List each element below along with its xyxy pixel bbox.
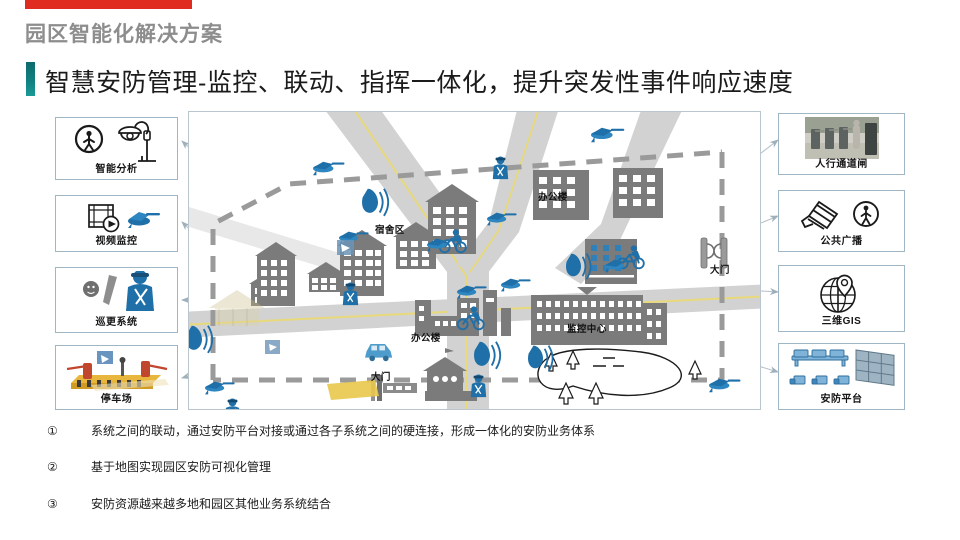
globe-pin-icon [779,270,904,315]
deck-title: 园区智能化解决方案 [25,23,223,46]
sidebar-item-patrol-system[interactable]: 巡更系统 [55,267,178,333]
sidebar-item-label: 安防平台 [820,394,863,405]
sidebar-item-label: 三维GIS [821,316,862,327]
teal-accent-bar [26,62,35,96]
gate-house [371,348,477,401]
loudspeaker-pedestrian-icon [779,195,904,235]
sidebar-item-3d-gis[interactable]: 三维GIS [778,265,905,332]
bullet-list: ① 系统之间的联动，通过安防平台对接或通过各子系统之间的硬连接，形成一体化的安防… [47,423,747,532]
patrol-guard-baton-icon [56,271,177,316]
page-title: 智慧安防管理-监控、联动、指挥一体化，提升突发性事件响应速度 [45,69,794,97]
main-gate-turnstile [700,237,728,269]
bullet-number: ② [47,460,58,475]
list-item: ③ 安防资源越来越多地和园区其他业务系统结合 [47,496,747,513]
bullet-number: ① [47,424,58,438]
guard-icons [225,156,509,409]
map-label-office-a: 办公楼 [538,192,568,203]
cyclist-icons [438,229,645,331]
campus-map[interactable]: 宿舍区 办公楼 办公楼 监控中心 大门 大门 [188,111,761,410]
control-room-video-wall-icon [779,348,904,393]
parking-lot-area [327,380,379,400]
bullet-number: ③ [47,496,58,511]
bullet-text: 系统之间的联动，通过安防平台对接或通过各子系统之间的硬连接，形成一体化的安防业务… [91,424,596,438]
sidebar-item-label: 智能分析 [95,164,138,175]
turnstile-photo-icon [779,117,904,159]
film-video-camera-icon [56,200,177,235]
sidebar-item-video-surveillance[interactable]: 视频监控 [55,195,178,252]
map-label-monitoring-center: 监控中心 [567,324,607,335]
tree-icons [544,349,702,405]
bullet-text: 基于地图实现园区安防可视化管理 [91,460,272,475]
sidebar-item-intelligent-analysis[interactable]: 智能分析 [55,117,178,180]
bullet-text: 安防资源越来越多地和园区其他业务系统结合 [91,496,332,511]
map-label-gate-right: 大门 [710,265,730,276]
access-panel-icons [265,240,354,354]
parking-barrier-icon [56,350,177,393]
sidebar-item-parking-lot[interactable]: 停车场 [55,345,178,410]
list-item: ② 基于地图实现园区安防可视化管理 [47,459,747,476]
list-item: ① 系统之间的联动，通过安防平台对接或通过各子系统之间的硬连接，形成一体化的安防… [47,423,747,440]
speaker-icons [189,188,592,372]
pedestrian-dome-camera-icon [56,120,177,163]
map-label-dormitory: 宿舍区 [375,225,405,236]
sidebar-item-public-broadcast[interactable]: 公共广播 [778,190,905,252]
sidebar-item-pedestrian-gate[interactable]: 人行通道闸 [778,113,905,175]
sidebar-item-label: 人行通道闸 [815,159,868,170]
campus-map-graphic [189,112,760,409]
car-icon [365,344,393,362]
sidebar-item-label: 巡更系统 [95,317,138,328]
lake-icon [537,348,682,397]
monitoring-center-building [531,287,667,345]
sidebar-item-security-platform[interactable]: 安防平台 [778,343,905,410]
sidebar-item-label: 公共广播 [820,236,863,247]
sidebar-item-label: 停车场 [100,394,133,405]
map-label-gate-left: 大门 [371,372,391,383]
sidebar-item-label: 视频监控 [95,236,138,247]
red-accent-bar [25,0,192,9]
pavilion-icon [209,290,265,326]
map-label-office-b: 办公楼 [411,333,441,344]
